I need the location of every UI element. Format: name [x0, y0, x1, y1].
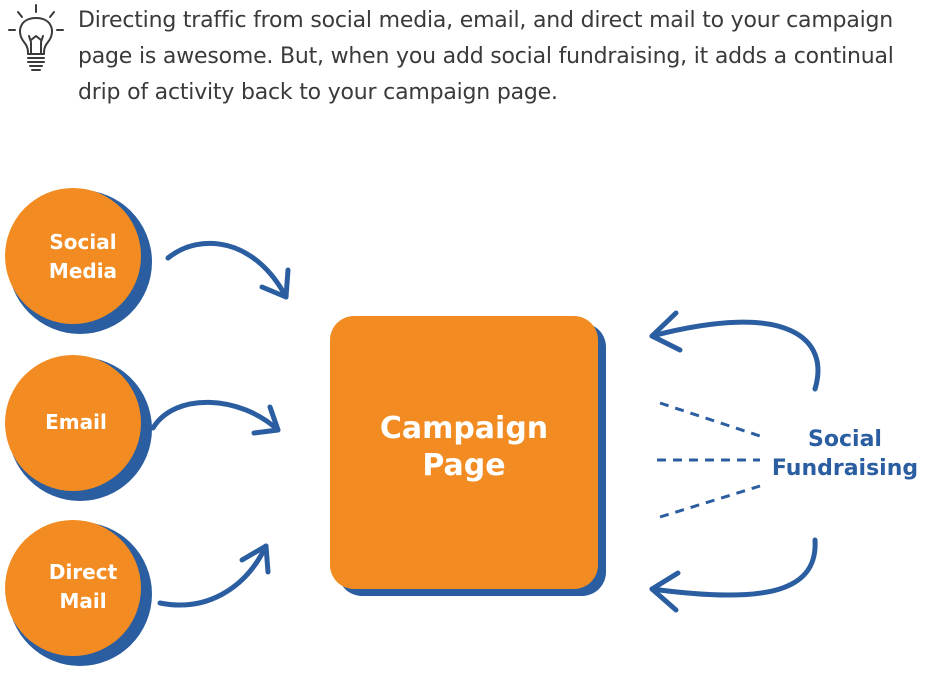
source-label-email: Email [45, 410, 107, 434]
lightbulb-icon [8, 4, 64, 71]
source-node-social-media [5, 188, 152, 334]
campaign-page-label: Campaign Page [379, 411, 549, 483]
source-node-direct-mail [5, 520, 152, 666]
arrow-email [150, 399, 281, 436]
source-label-direct-mail: Direct Mail [48, 560, 118, 613]
dash-line-bottom [659, 484, 761, 519]
activity-dashes [657, 401, 761, 519]
source-node-email [5, 355, 152, 501]
source-label-social-media: Social Media [48, 230, 118, 283]
dash-line-top [659, 401, 761, 438]
arrow-feedback-top [649, 310, 821, 392]
arrow-social-media [165, 240, 291, 300]
tip-text: Directing traffic from social media, ema… [78, 8, 894, 105]
social-fundraising-label: Social Fundraising [771, 427, 919, 481]
campaign-page-box [330, 316, 606, 596]
arrow-feedback-bottom [649, 537, 818, 613]
arrow-direct-mail [157, 543, 271, 608]
